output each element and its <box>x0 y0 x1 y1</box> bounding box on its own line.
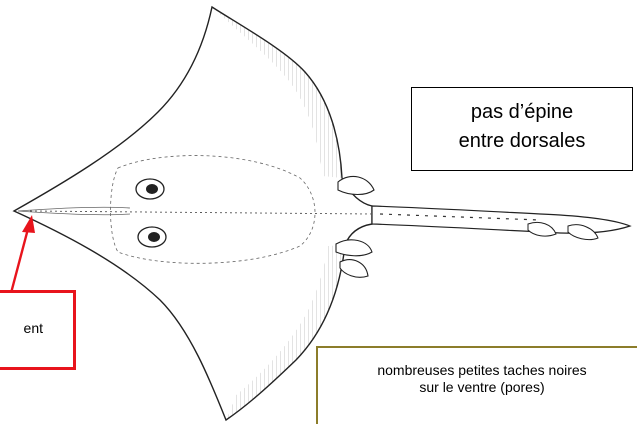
snout-note-text: ent <box>24 320 43 336</box>
eye-upper <box>136 179 164 199</box>
no-dorsal-spine-note: pas d’épine entre dorsales <box>411 87 633 171</box>
ventral-pores-note: nombreuses petites taches noires sur le … <box>316 346 637 424</box>
pelvic-fin-lower <box>336 240 372 256</box>
snout-note: ent <box>0 290 76 370</box>
pores-note-line-1: nombreuses petites taches noires <box>318 362 637 379</box>
spine-note-line-1: pas d’épine <box>412 98 632 127</box>
eye-lower <box>138 227 166 247</box>
spine-note-line-2: entre dorsales <box>412 127 632 156</box>
pores-note-line-2: sur le ventre (pores) <box>318 379 637 396</box>
pelvic-fin-lower-2 <box>340 260 368 278</box>
pelvic-fin-upper <box>338 176 374 194</box>
